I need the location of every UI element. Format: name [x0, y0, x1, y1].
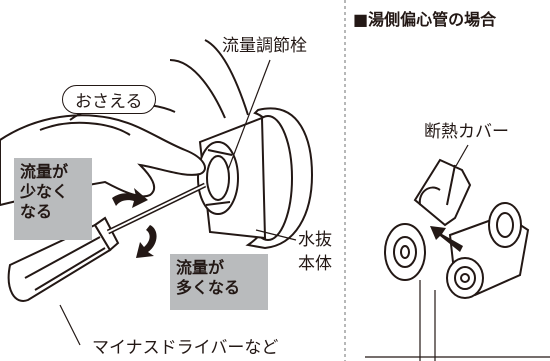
- flow-less-line-2: 少なく: [20, 182, 69, 201]
- insulation-cover-label: 断熱カバー: [424, 122, 509, 142]
- rotation-arrow-more: [136, 225, 157, 258]
- cover-leader: [365, 144, 550, 361]
- drain-body-label-1: 水抜: [298, 230, 332, 250]
- faucet-body: [169, 39, 314, 250]
- flow-valve-label: 流量調節栓: [222, 36, 307, 56]
- insert-arrow: [430, 226, 463, 252]
- flow-more-box: 流量が 多くなる: [170, 254, 268, 310]
- flow-less-box: 流量が 少なく なる: [14, 158, 92, 240]
- rotation-arrow-less: [112, 188, 148, 208]
- leader-lines: [59, 59, 297, 346]
- flow-more-line-2: 多くなる: [176, 278, 241, 297]
- section-title: ■湯側偏心管の場合: [353, 10, 497, 29]
- screwdriver-illustration: [7, 182, 207, 302]
- flow-more-line-1: 流量が: [176, 258, 225, 277]
- insulation-cover-illustration: [384, 158, 530, 299]
- drain-body-label-2: 本体: [298, 254, 332, 274]
- press-callout: おさえる: [62, 85, 156, 114]
- tool-label: マイナスドライバーなど: [92, 338, 279, 358]
- flow-less-line-1: 流量が: [20, 162, 69, 181]
- flow-less-line-3: なる: [20, 202, 53, 221]
